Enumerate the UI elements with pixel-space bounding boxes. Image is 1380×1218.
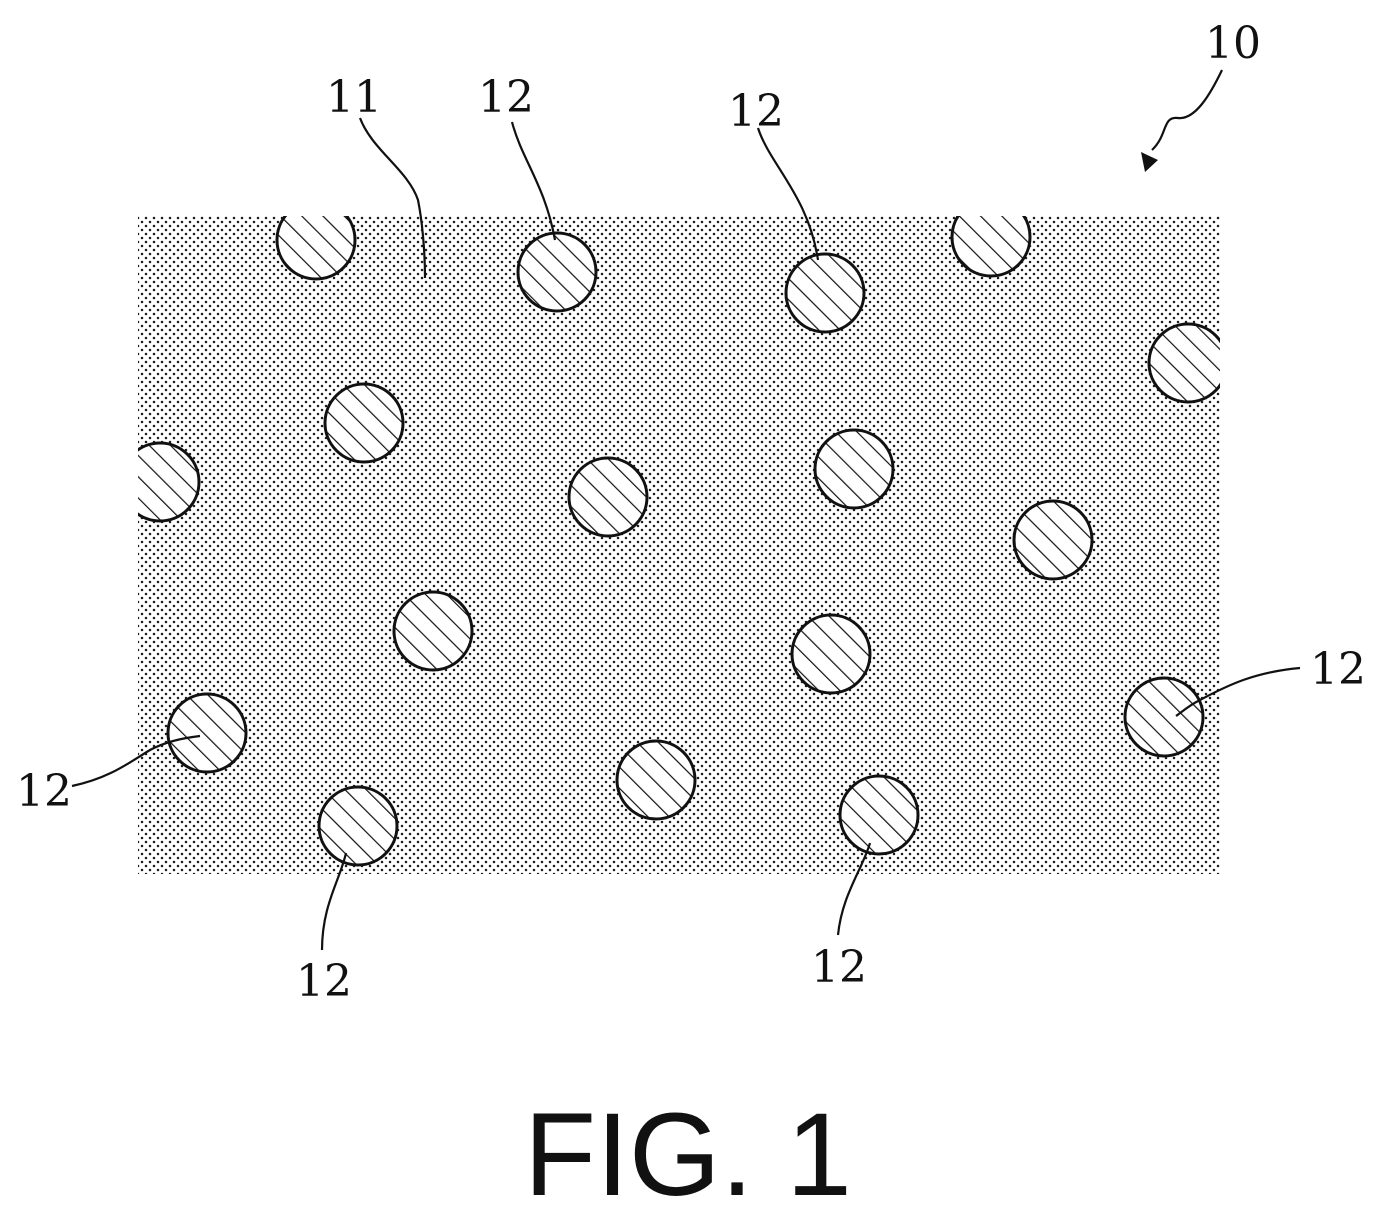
leader-arrowhead [1141, 152, 1158, 172]
particle [325, 384, 403, 462]
particle [319, 787, 397, 865]
particle [394, 592, 472, 670]
label-particle: 12 [728, 86, 784, 137]
particle [277, 201, 355, 279]
figure-caption: FIG. 1 [524, 1089, 852, 1218]
label-particle: 12 [1310, 644, 1366, 695]
particle [168, 694, 246, 772]
particle [952, 198, 1030, 276]
label-composite: 10 [1205, 18, 1261, 69]
particle [1014, 501, 1092, 579]
leader-line-composite [1152, 70, 1222, 150]
particle [1125, 678, 1203, 756]
particle [121, 443, 199, 521]
particle [518, 233, 596, 311]
particle [786, 254, 864, 332]
particle [840, 776, 918, 854]
label-particle: 12 [811, 942, 867, 993]
label-particle: 12 [478, 72, 534, 123]
particle [617, 741, 695, 819]
particle [815, 430, 893, 508]
particle [1149, 324, 1227, 402]
label-matrix: 11 [326, 72, 382, 123]
label-particle: 12 [16, 766, 72, 817]
label-particle: 12 [296, 956, 352, 1007]
particle [569, 458, 647, 536]
particle [792, 615, 870, 693]
